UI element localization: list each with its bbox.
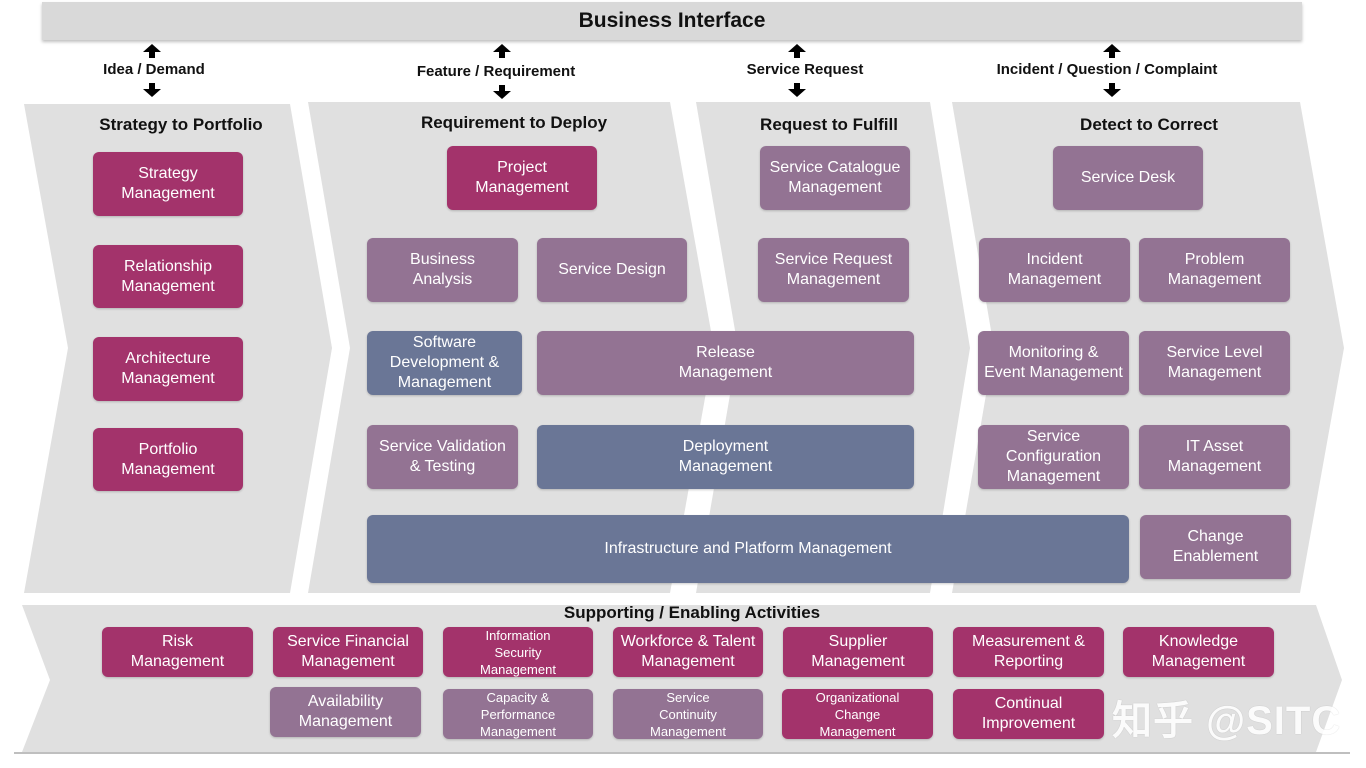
flow-label-idea-demand: Idea / Demand xyxy=(103,61,205,78)
practice-incident-management: Incident Management xyxy=(979,238,1130,302)
stage-title-strategy-to-portfolio: Strategy to Portfolio xyxy=(99,115,263,134)
practice-release-management: Release Management xyxy=(537,331,914,395)
arrow-down-icon xyxy=(788,83,806,97)
supporting-activities-title: Supporting / Enabling Activities xyxy=(563,603,821,622)
practice-supplier-management: Supplier Management xyxy=(783,627,933,677)
stage-title-detect-to-correct: Detect to Correct xyxy=(1080,115,1218,134)
practice-relationship-management: Relationship Management xyxy=(93,245,243,308)
practice-strategy-management: Strategy Management xyxy=(93,152,243,216)
practice-project-management: Project Management xyxy=(447,146,597,210)
practice-software-development: Software Development & Management xyxy=(367,331,522,395)
practice-capacity-performance: Capacity & Performance Management xyxy=(443,689,593,739)
practice-monitoring-event: Monitoring & Event Management xyxy=(978,331,1129,395)
practice-organizational-change: Organizational Change Management xyxy=(782,689,933,739)
arrow-down-icon xyxy=(1103,83,1121,97)
practice-workforce-talent: Workforce & Talent Management xyxy=(613,627,763,677)
flow-label-feature-requirement: Feature / Requirement xyxy=(416,63,576,80)
flow-label-service-request: Service Request xyxy=(746,61,864,78)
business-interface-title: Business Interface xyxy=(578,9,766,32)
practice-information-security: Information Security Management xyxy=(443,627,593,677)
practice-measurement-reporting: Measurement & Reporting xyxy=(953,627,1104,677)
practice-risk-management: Risk Management xyxy=(102,627,253,677)
arrow-up-icon xyxy=(1103,44,1121,58)
practice-service-continuity: Service Continuity Management xyxy=(613,689,763,739)
stage-title-request-to-fulfill: Request to Fulfill xyxy=(760,115,898,134)
practice-change-enablement: Change Enablement xyxy=(1140,515,1291,579)
practice-business-analysis: Business Analysis xyxy=(367,238,518,302)
practice-availability-management: Availability Management xyxy=(270,687,421,737)
practice-architecture-management: Architecture Management xyxy=(93,337,243,401)
practice-service-financial: Service Financial Management xyxy=(273,627,423,677)
flow-label-incident-question-complaint: Incident / Question / Complaint xyxy=(996,61,1218,78)
arrow-down-icon xyxy=(143,83,161,97)
practice-service-design: Service Design xyxy=(537,238,687,302)
practice-service-configuration: Service Configuration Management xyxy=(978,425,1129,489)
arrow-up-icon xyxy=(493,44,511,58)
practice-deployment-management: Deployment Management xyxy=(537,425,914,489)
watermark: 知乎 @SITC xyxy=(1112,699,1342,743)
practice-service-desk: Service Desk xyxy=(1053,146,1203,210)
practice-service-catalogue: Service Catalogue Management xyxy=(760,146,910,210)
practice-infrastructure-platform: Infrastructure and Platform Management xyxy=(367,515,1129,583)
stage-title-requirement-to-deploy: Requirement to Deploy xyxy=(420,113,608,132)
arrow-up-icon xyxy=(788,44,806,58)
practice-portfolio-management: Portfolio Management xyxy=(93,428,243,491)
practice-problem-management: Problem Management xyxy=(1139,238,1290,302)
practice-continual-improvement: Continual Improvement xyxy=(953,689,1104,739)
arrow-down-icon xyxy=(493,85,511,99)
practice-service-request-management: Service Request Management xyxy=(758,238,909,302)
practice-service-level: Service Level Management xyxy=(1139,331,1290,395)
practice-service-validation: Service Validation & Testing xyxy=(367,425,518,489)
practice-it-asset: IT Asset Management xyxy=(1139,425,1290,489)
arrow-up-icon xyxy=(143,44,161,58)
practice-knowledge-management: Knowledge Management xyxy=(1123,627,1274,677)
business-interface-bar: Business Interface xyxy=(42,2,1302,40)
bottom-divider xyxy=(14,752,1350,754)
